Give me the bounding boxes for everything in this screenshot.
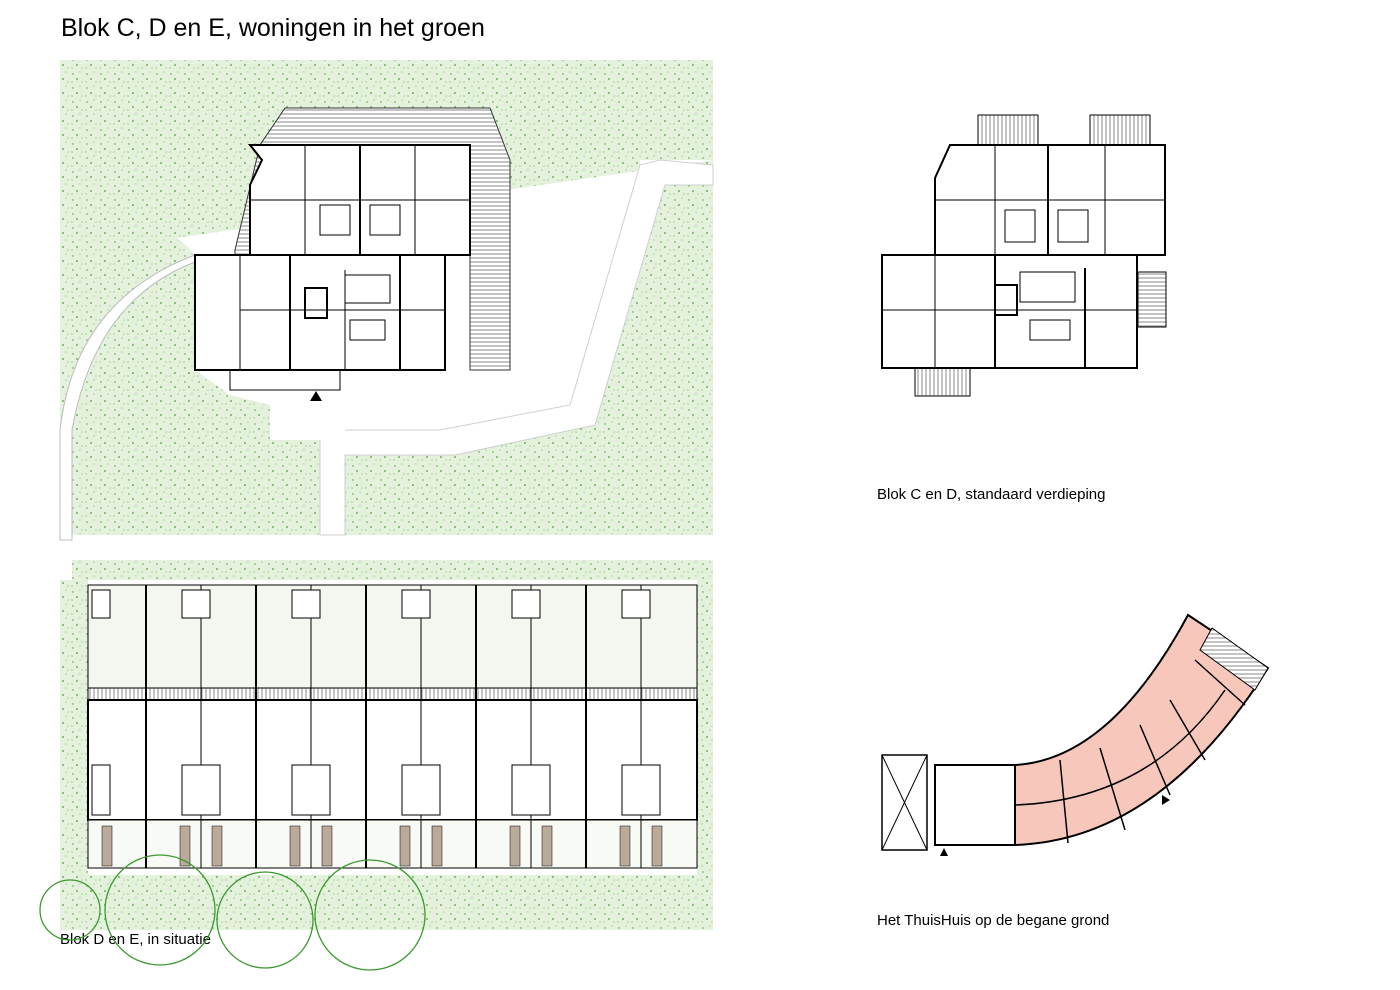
walkway: [87, 687, 698, 701]
page-title: Blok C, D en E, woningen in het groen: [61, 14, 485, 42]
entrance-triangle-icon: [310, 391, 322, 401]
hedge-top: [72, 560, 713, 580]
greenery-area-left: [60, 227, 270, 430]
partitions: [882, 145, 1165, 368]
site-plan-block-c: [59, 60, 714, 541]
balcony: [1089, 114, 1151, 146]
block-c-lower-wing: [194, 254, 446, 371]
greenery-area-topleft: [60, 60, 210, 250]
service-rooms: [934, 764, 1016, 846]
greenery-bottom: [60, 875, 713, 930]
floorplan-block-c-d: [881, 114, 1167, 397]
floorplan-thuishuis: [881, 613, 1270, 856]
block-c-partitions: [229, 145, 470, 391]
entrance-court: [270, 400, 345, 440]
front-gardens: [87, 584, 698, 691]
lower-wing: [881, 254, 1138, 369]
caption-thuishuis: Het ThuisHuis op de begane grond: [877, 912, 1110, 929]
greenery-area-bottom: [60, 430, 345, 535]
entrance-triangle-icon: [940, 848, 948, 856]
storage-sheds: [101, 825, 663, 867]
site-plan-block-d-e: [39, 560, 713, 971]
caption-block-d-e: Blok D en E, in situatie: [60, 931, 211, 948]
house-dividers: [145, 585, 642, 868]
balcony: [1137, 271, 1167, 328]
hedge-right: [697, 580, 713, 890]
thuishuis-partitions: [1014, 659, 1246, 844]
entrance-triangle-icon: [1162, 795, 1170, 805]
caption-block-c-d: Blok C en D, standaard verdieping: [877, 486, 1106, 503]
kitchen-units: [91, 589, 661, 816]
terraced-houses: [87, 699, 698, 821]
terrace: [1199, 627, 1269, 691]
balcony: [914, 367, 971, 397]
tree-canopies: [39, 854, 426, 971]
footpath: [319, 159, 714, 536]
hedge-left: [60, 580, 88, 890]
balcony: [977, 114, 1039, 146]
back-gardens: [87, 819, 698, 869]
